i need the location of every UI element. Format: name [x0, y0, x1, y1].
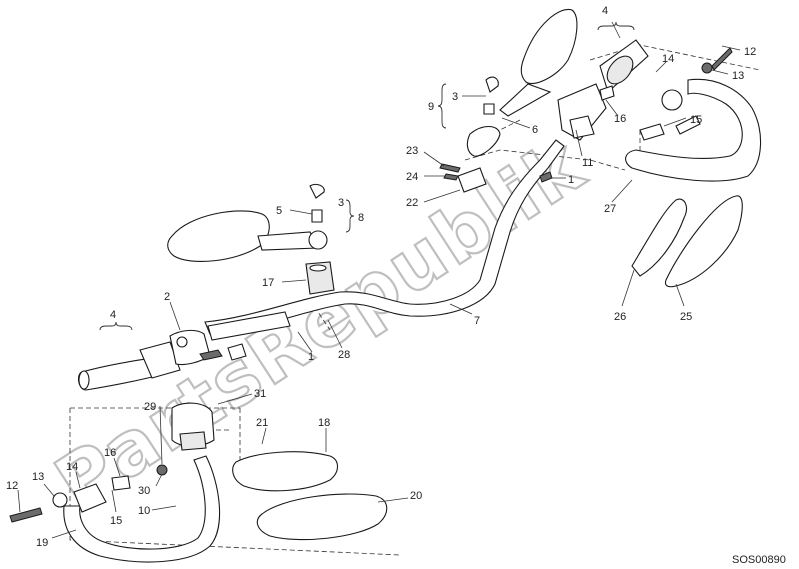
callout-numbers: 4 12 13 14 16 15 9 3 6 11 1 23 24 22 27 …: [6, 5, 756, 549]
callout-3-top: 3: [452, 91, 458, 103]
left-hand-guard: [9, 402, 221, 563]
callout-14-left: 14: [66, 461, 78, 473]
callout-22: 22: [406, 197, 418, 209]
callout-29: 29: [144, 401, 156, 413]
leader-lines: [17, 21, 741, 539]
callout-16-left: 16: [104, 447, 116, 459]
callout-14-right: 14: [662, 53, 674, 65]
callout-16-right: 16: [614, 113, 626, 125]
callout-15-right: 15: [690, 114, 702, 126]
callout-7: 7: [474, 315, 480, 327]
callout-26: 26: [614, 311, 626, 323]
callout-24: 24: [406, 171, 418, 183]
callout-20: 20: [410, 490, 422, 502]
callout-18: 18: [318, 417, 330, 429]
callout-12-left: 12: [6, 480, 18, 492]
callout-15-left: 15: [110, 515, 122, 527]
group-braces: [99, 21, 635, 331]
callout-12-right: 12: [744, 46, 756, 58]
left-mirror: [167, 183, 335, 295]
right-hand-guard: [625, 47, 762, 182]
callout-4-top: 4: [602, 5, 608, 17]
right-switch-assembly: [439, 39, 649, 193]
handlebar: [204, 139, 565, 335]
callout-19: 19: [36, 537, 48, 549]
callout-10: 10: [138, 505, 150, 517]
left-grip-assembly: [77, 311, 291, 391]
diagram-code: SOS00890: [732, 554, 786, 566]
callout-9: 9: [428, 101, 434, 113]
callout-3-left: 3: [338, 197, 344, 209]
callout-30: 30: [138, 485, 150, 497]
callout-5: 5: [276, 205, 282, 217]
callout-17: 17: [262, 277, 274, 289]
right-guard-shells: [631, 195, 743, 288]
left-guard-shells: [232, 451, 388, 541]
callout-2: 2: [164, 291, 170, 303]
callout-21: 21: [256, 417, 268, 429]
callout-6: 6: [532, 124, 538, 136]
right-mirror: [466, 8, 578, 157]
callout-11: 11: [582, 157, 593, 169]
callout-27: 27: [604, 203, 616, 215]
callout-13-left: 13: [32, 471, 44, 483]
callout-1-left: 1: [308, 351, 314, 363]
callout-4-left: 4: [110, 309, 116, 321]
callout-1-right: 1: [568, 174, 574, 186]
callout-31: 31: [254, 388, 266, 400]
callout-25: 25: [680, 311, 692, 323]
callout-23: 23: [406, 145, 418, 157]
callout-8: 8: [358, 212, 364, 224]
callout-13-right: 13: [732, 70, 744, 82]
callout-28: 28: [338, 349, 350, 361]
